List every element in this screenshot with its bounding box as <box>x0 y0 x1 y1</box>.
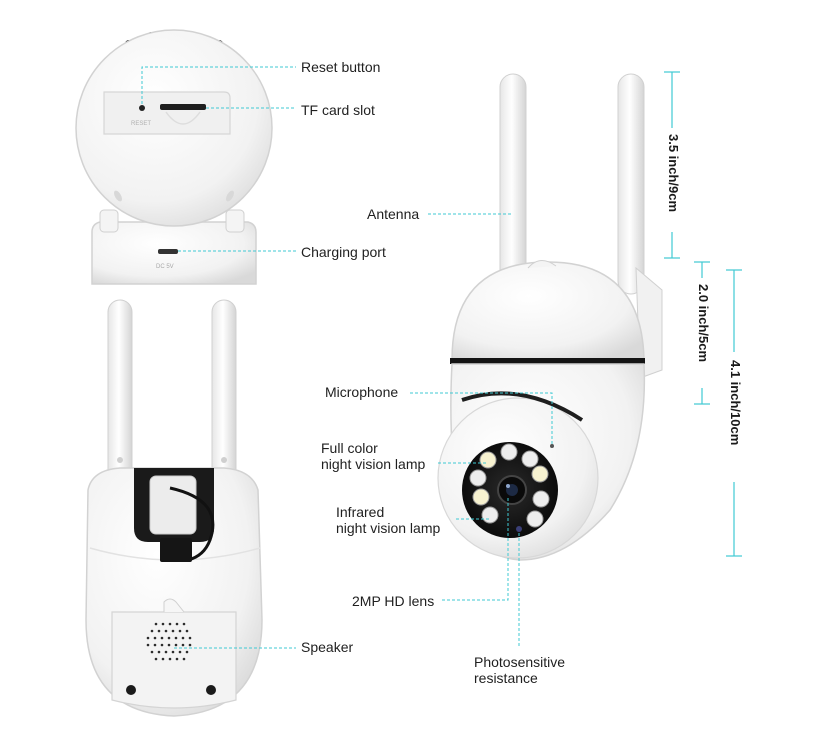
reset-marking: RESET <box>131 121 151 127</box>
top-dome <box>451 261 645 361</box>
base-post-right <box>225 209 245 233</box>
photosensitive-sensor-icon <box>516 526 522 532</box>
dark-band <box>450 358 645 364</box>
label-full-color-line1: Full color <box>321 440 378 456</box>
infrared-lamp-icon <box>500 443 518 461</box>
back-view-camera <box>85 299 263 717</box>
label-full-color-line2: night vision lamp <box>321 456 426 472</box>
tf-card-slot-icon <box>160 104 206 110</box>
label-photosensitive-line2: resistance <box>474 670 538 686</box>
charging-port-icon <box>158 249 178 254</box>
vent-left <box>114 190 122 202</box>
port-marking: DC 5V <box>156 264 174 270</box>
label-photosensitive-line1: Photosensitive <box>474 654 566 670</box>
antenna-right <box>617 73 645 295</box>
antenna-left <box>499 73 527 295</box>
dimension-antenna-height: 3.5 inch/9cm <box>666 134 681 213</box>
label-infrared-line2: night vision lamp <box>336 520 441 536</box>
vent-right <box>226 190 234 202</box>
card-recess <box>165 111 201 125</box>
dimension-lines <box>664 71 742 557</box>
infrared-lamp-icon <box>526 510 544 528</box>
microphone-hole-icon <box>550 444 554 448</box>
dimension-total-height: 4.1 inch/10cm <box>728 360 743 446</box>
top-view-camera: RESET DC 5V <box>75 29 273 285</box>
infrared-lamp-icon <box>469 469 487 487</box>
full-color-lamp-icon <box>479 451 497 469</box>
speaker-grille-icon <box>146 622 192 661</box>
screw-right-icon <box>206 685 216 695</box>
leader-lens <box>442 498 509 601</box>
label-charging-port: Charging port <box>301 244 386 260</box>
leader-microphone <box>410 392 553 444</box>
infrared-lamp-icon <box>521 450 539 468</box>
label-antenna: Antenna <box>367 206 420 222</box>
speaker-panel <box>111 611 237 709</box>
infrared-lamp-icon <box>532 490 550 508</box>
dimension-head-height: 2.0 inch/5cm <box>696 284 711 363</box>
front-view-camera <box>437 73 663 561</box>
back-connector <box>160 538 192 562</box>
label-microphone: Microphone <box>325 384 399 400</box>
leader-lines <box>141 66 553 649</box>
ball-top-seam <box>461 391 584 422</box>
base-post-left <box>99 209 119 233</box>
label-reset-button: Reset button <box>301 59 381 75</box>
label-tf-card-slot: TF card slot <box>301 102 375 118</box>
screw-left-icon <box>126 685 136 695</box>
label-hd-lens: 2MP HD lens <box>352 593 435 609</box>
label-infrared-line1: Infrared <box>336 504 385 520</box>
leader-reset <box>141 66 296 104</box>
full-color-lamp-icon <box>472 488 490 506</box>
full-color-lamp-icon <box>531 465 549 483</box>
label-speaker: Speaker <box>301 639 354 655</box>
reset-hole-icon <box>139 105 145 111</box>
infrared-lamp-icon <box>481 506 499 524</box>
